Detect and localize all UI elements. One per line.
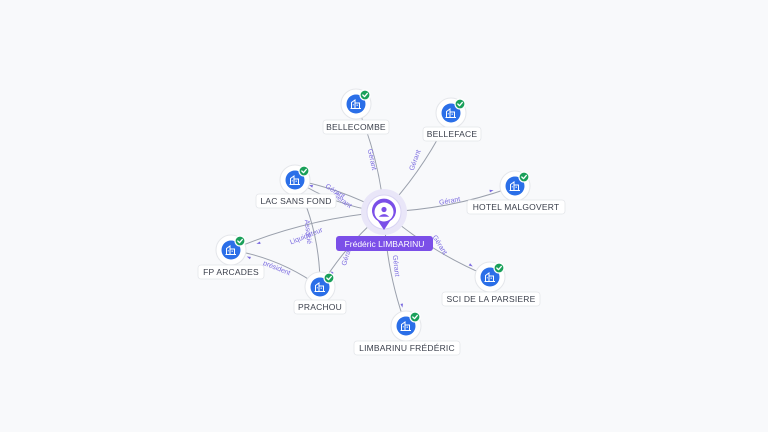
verified-check-icon — [409, 311, 421, 323]
verified-check-icon — [359, 89, 371, 101]
center-label-box — [336, 236, 433, 251]
company-node-sci-parsiere[interactable]: SCI DE LA PARSIERE — [441, 261, 541, 307]
company-label-box — [255, 193, 337, 209]
company-name[interactable]: LIMBARINU FRÉDÉRIC — [359, 343, 455, 353]
company-name[interactable]: LAC SANS FOND — [260, 196, 331, 206]
company-label-box — [422, 126, 482, 142]
edge-arrow — [246, 256, 251, 260]
company-name[interactable]: BELLECOMBE — [326, 122, 386, 132]
center-person-name[interactable]: Frédéric LIMBARINU — [345, 239, 425, 249]
company-node-fp-arcades[interactable]: FP ARCADES — [197, 234, 265, 280]
company-label-box — [197, 264, 265, 280]
company-label-box — [322, 119, 390, 135]
verified-check-icon — [234, 235, 246, 247]
edge-relation-label: Gérant — [439, 196, 461, 207]
center-node[interactable]: Frédéric LIMBARINU — [336, 189, 433, 251]
company-name[interactable]: BELLEFACE — [427, 129, 478, 139]
edge-relation-label: Gérant — [366, 148, 377, 170]
verified-check-icon — [323, 272, 335, 284]
edge-arrow — [400, 303, 403, 308]
company-name[interactable]: PRACHOU — [298, 302, 342, 312]
company-label-box — [353, 340, 461, 356]
verified-check-icon — [493, 262, 505, 274]
company-node-hotel-malgovert[interactable]: HOTEL MALGOVERT — [466, 170, 566, 215]
person-icon — [378, 206, 390, 217]
company-label-box — [466, 199, 566, 215]
edge-relation-label: Associé — [303, 219, 313, 244]
company-node-prachou[interactable]: PRACHOU — [293, 271, 347, 315]
verified-check-icon — [518, 171, 530, 183]
edge-arrow — [468, 263, 473, 267]
company-name[interactable]: HOTEL MALGOVERT — [473, 202, 560, 212]
company-label-box — [293, 299, 347, 315]
company-name[interactable]: FP ARCADES — [203, 267, 259, 277]
nodes-layer: BELLECOMBE BELLEFACE HOTEL MALGOVERT SCI DE… — [197, 88, 566, 356]
edge-arrow — [308, 185, 314, 188]
edge-arrow — [489, 189, 494, 193]
company-node-bellecombe[interactable]: BELLECOMBE — [322, 88, 390, 135]
edge-relation-label: Gérant — [391, 255, 400, 277]
company-node-belleface[interactable]: BELLEFACE — [422, 97, 482, 142]
edge-relation-label: Gérant — [431, 234, 448, 256]
company-node-lac-sans-fond[interactable]: LAC SANS FOND — [255, 164, 337, 209]
edge-arrow — [256, 241, 261, 245]
company-label-box — [441, 291, 541, 307]
company-node-limbarinu-frederic[interactable]: LIMBARINU FRÉDÉRIC — [353, 310, 461, 356]
verified-check-icon — [298, 165, 310, 177]
edge-relation-label: Gérant — [409, 149, 423, 172]
company-name[interactable]: SCI DE LA PARSIERE — [447, 294, 536, 304]
verified-check-icon — [454, 98, 466, 110]
